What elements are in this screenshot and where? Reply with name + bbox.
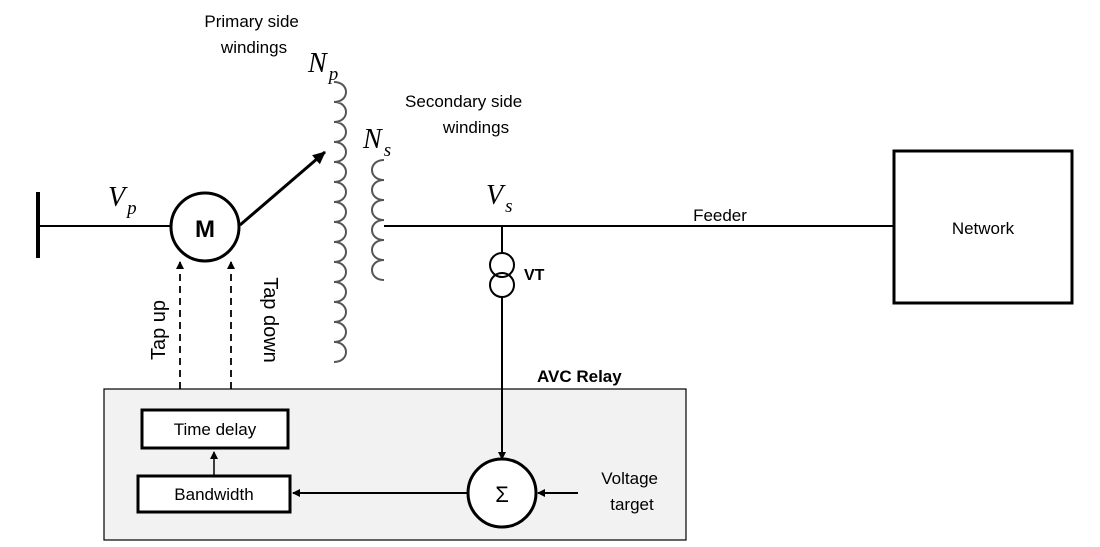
network-label: Network (952, 219, 1015, 238)
time-delay-box (140, 408, 290, 450)
motor-circle (169, 191, 241, 263)
feeder-label: Feeder (693, 206, 747, 225)
voltage-target-label: Voltage target (601, 469, 662, 514)
avc-relay-label: AVC Relay (537, 367, 622, 386)
bandwidth-label: Bandwidth (174, 485, 253, 504)
bandwidth-box (136, 474, 292, 514)
tap-up-label: Tap up (148, 300, 170, 360)
secondary-winding-coil (371, 159, 385, 281)
primary-windings-label: Primary side windings (204, 12, 303, 57)
tap-changer-arrow (239, 150, 326, 227)
time-delay-label: Time delay (174, 420, 257, 439)
vt-upper-circle (489, 252, 515, 278)
sigma-label: Σ (495, 482, 509, 507)
network-box (892, 149, 1074, 305)
tap-down-label: Tap down (259, 277, 281, 363)
primary-winding-coil (333, 81, 347, 363)
vt-label: VT (524, 267, 545, 284)
secondary-windings-label: Secondary side windings (405, 92, 527, 137)
motor-label: M (195, 216, 215, 243)
